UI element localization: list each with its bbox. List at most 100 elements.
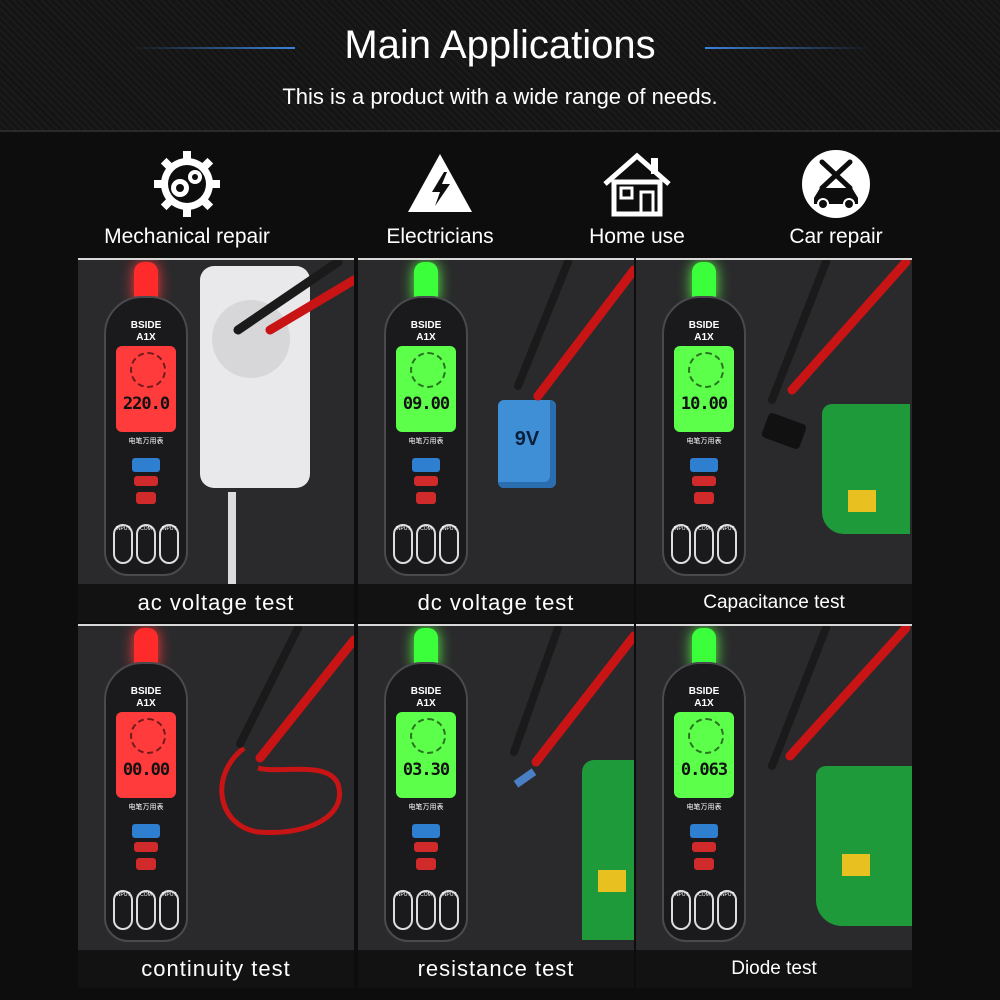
hold-button[interactable] xyxy=(692,476,716,486)
mode-button[interactable] xyxy=(132,824,160,838)
application-label: Home use xyxy=(589,225,685,248)
port-input-right[interactable]: INPUT xyxy=(439,890,459,930)
application-home-use: Home use xyxy=(522,140,752,255)
test-caption: resistance test xyxy=(358,950,634,988)
hold-button[interactable] xyxy=(692,842,716,852)
port-input-left[interactable]: INPUT xyxy=(393,890,413,930)
mode-button[interactable] xyxy=(690,458,718,472)
hold-button[interactable] xyxy=(414,842,438,852)
power-button[interactable] xyxy=(694,858,714,870)
port-input-right[interactable]: INPUT xyxy=(717,890,737,930)
brand-label: BSIDE xyxy=(688,686,720,697)
power-cable xyxy=(228,492,236,586)
port-input-left[interactable]: INPUT xyxy=(393,524,413,564)
brand-label: BSIDE xyxy=(130,686,162,697)
power-button[interactable] xyxy=(136,858,156,870)
test-leads xyxy=(768,260,911,404)
lcd-caption: 电笔万用表 xyxy=(128,804,164,811)
application-label: Mechanical repair xyxy=(104,225,270,248)
circuit-board xyxy=(582,760,634,940)
port-input-right[interactable]: INPUT xyxy=(159,890,179,930)
port-input-right[interactable]: INPUT xyxy=(159,524,179,564)
mode-button[interactable] xyxy=(690,824,718,838)
test-caption: dc voltage test xyxy=(358,584,634,622)
circuit-board xyxy=(816,766,912,926)
brand-label: BSIDE xyxy=(130,320,162,331)
port-input-left[interactable]: INPUT xyxy=(671,524,691,564)
port-input-right[interactable]: INPUT xyxy=(717,524,737,564)
port-com[interactable]: COM xyxy=(694,890,714,930)
lcd-mode-dial xyxy=(130,352,166,388)
model-label: A1X xyxy=(694,698,714,709)
power-button[interactable] xyxy=(416,858,436,870)
test-caption: Diode test xyxy=(636,950,912,988)
header-banner: Main Applications This is a product with… xyxy=(0,0,1000,132)
probe-tip-light xyxy=(414,628,438,668)
hold-button[interactable] xyxy=(134,842,158,852)
probe-tip-light xyxy=(414,262,438,302)
port-com[interactable]: COM xyxy=(136,524,156,564)
port-com[interactable]: COM xyxy=(416,524,436,564)
probe-tip-light xyxy=(134,628,158,668)
port-input-right[interactable]: INPUT xyxy=(439,524,459,564)
port-input-left[interactable]: INPUT xyxy=(113,890,133,930)
house-icon xyxy=(522,148,752,220)
model-label: A1X xyxy=(416,698,436,709)
lcd-mode-dial xyxy=(410,718,446,754)
port-com[interactable]: COM xyxy=(136,890,156,930)
battery-9v xyxy=(498,400,556,488)
lcd-reading: 0.063 xyxy=(680,760,728,780)
mode-button[interactable] xyxy=(412,458,440,472)
header-accent-line-right xyxy=(705,47,870,49)
mode-button[interactable] xyxy=(412,824,440,838)
page-subtitle: This is a product with a wide range of n… xyxy=(282,84,718,109)
socket-outlet xyxy=(212,300,290,378)
port-com[interactable]: COM xyxy=(416,890,436,930)
test-leads xyxy=(233,260,354,335)
hold-button[interactable] xyxy=(134,476,158,486)
circuit-board xyxy=(822,404,910,534)
gears-icon xyxy=(72,148,302,220)
model-label: A1X xyxy=(136,698,156,709)
port-input-left[interactable]: INPUT xyxy=(671,890,691,930)
hold-button[interactable] xyxy=(414,476,438,486)
probe-tip-light xyxy=(692,262,716,302)
board-component xyxy=(598,870,626,892)
lcd-reading: 03.30 xyxy=(402,760,450,780)
test-leads xyxy=(768,626,911,770)
lcd-mode-dial xyxy=(410,352,446,388)
lcd-caption: 电笔万用表 xyxy=(128,438,164,445)
lcd-mode-dial xyxy=(130,718,166,754)
test-leads xyxy=(219,626,354,836)
application-car-repair: Car repair xyxy=(721,140,951,255)
battery-label: 9V xyxy=(514,428,540,450)
lcd-reading: 10.00 xyxy=(680,394,728,414)
power-button[interactable] xyxy=(136,492,156,504)
header-accent-line-left xyxy=(130,47,295,49)
port-input-left[interactable]: INPUT xyxy=(113,524,133,564)
lcd-mode-dial xyxy=(688,352,724,388)
port-com[interactable]: COM xyxy=(694,524,714,564)
test-caption: continuity test xyxy=(78,950,354,988)
mode-button[interactable] xyxy=(132,458,160,472)
model-label: A1X xyxy=(136,332,156,343)
test-leads xyxy=(510,626,634,767)
model-label: A1X xyxy=(416,332,436,343)
application-electricians: Electricians xyxy=(325,140,555,255)
power-button[interactable] xyxy=(694,492,714,504)
power-button[interactable] xyxy=(416,492,436,504)
page-title: Main Applications xyxy=(344,23,656,67)
